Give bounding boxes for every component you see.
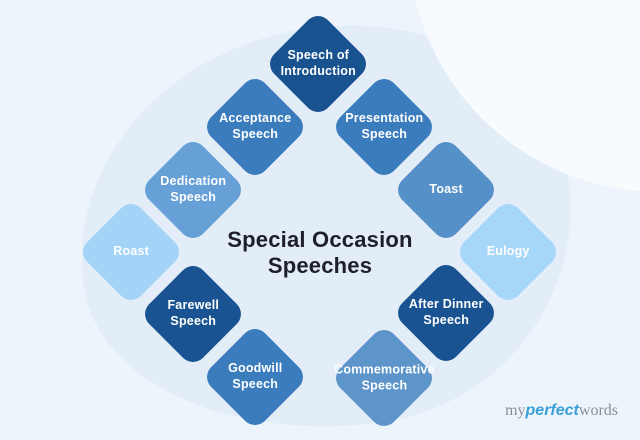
diamond-label: Acceptance Speech <box>218 111 292 141</box>
diagram-title: Special Occasion Speeches <box>227 227 413 278</box>
logo-words: words <box>578 402 618 419</box>
logo-perfect: perfect <box>525 402 579 419</box>
diamond-label: Presentation Speech <box>344 111 424 141</box>
diamond-label: Farewell Speech <box>167 298 219 328</box>
diamond-label: After Dinner Speech <box>408 297 484 327</box>
diamond-label: Goodwill Speech <box>227 361 283 391</box>
diamond-label: Speech of Introduction <box>280 48 356 78</box>
diamond-label: Commemorative Speech <box>333 362 435 392</box>
brand-logo: myperfectwords <box>505 402 618 420</box>
logo-my: my <box>505 402 526 419</box>
diamond-label: Roast <box>113 244 149 259</box>
diamond-label: Dedication Speech <box>160 174 226 204</box>
diamond-label: Eulogy <box>486 244 530 259</box>
diamond-label: Toast <box>429 182 463 197</box>
